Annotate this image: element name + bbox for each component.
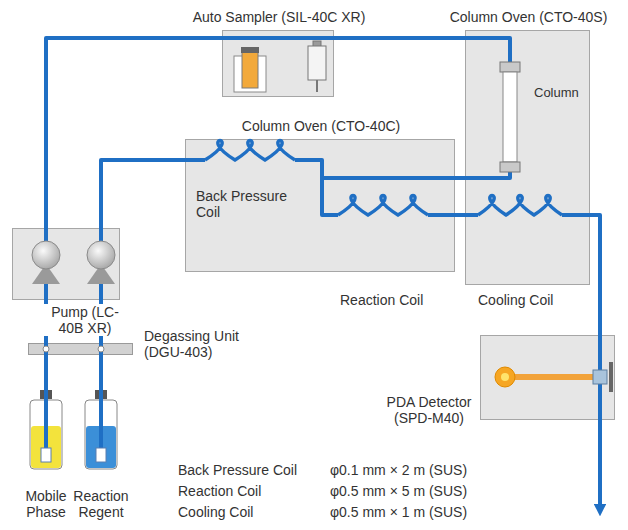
detector-box: PDA Detector (SPD-M40) xyxy=(480,335,615,420)
flow-tubing xyxy=(46,38,600,510)
vial-cap xyxy=(241,47,259,53)
syringe-plunger xyxy=(313,41,321,47)
pump-head xyxy=(87,241,115,269)
degassing-unit: Degassing Unit (DGU-403) xyxy=(28,343,133,355)
bottle-body xyxy=(30,400,62,469)
solvent-bottle: Mobile Phase xyxy=(28,390,64,470)
pump-box: Pump (LC-40B XR) xyxy=(12,228,120,300)
node-label: Column xyxy=(534,85,579,101)
lamp xyxy=(495,367,515,387)
degasser-port xyxy=(43,346,49,352)
syringe-barrel xyxy=(308,46,326,80)
pump-foot xyxy=(87,264,115,284)
inlet-filter xyxy=(41,448,51,462)
syringe-needle xyxy=(316,80,318,92)
tube xyxy=(465,172,510,178)
flow-line xyxy=(44,300,48,343)
spec-text: φ0.1 mm × 2 m (SUS) xyxy=(330,462,467,478)
node-heading: Reaction Regent xyxy=(70,488,132,520)
tube xyxy=(222,36,334,40)
flow-line xyxy=(46,38,222,228)
spec-text: Cooling Coil xyxy=(178,504,253,520)
photodiode-array xyxy=(609,362,613,392)
light-beam xyxy=(514,374,594,380)
column-fitting xyxy=(500,62,520,72)
flow-cell xyxy=(593,370,607,384)
flow-line xyxy=(455,213,465,217)
node-heading: Column Oven (CTO-40S) xyxy=(438,9,619,25)
column-fitting xyxy=(500,162,520,172)
tube xyxy=(185,158,205,162)
coils xyxy=(205,141,562,216)
part-label: Reaction Coil xyxy=(340,292,423,308)
tubing-coil xyxy=(478,196,562,216)
node-heading: Mobile Phase xyxy=(16,488,76,520)
tube xyxy=(428,213,455,217)
flow-line xyxy=(44,355,48,390)
flow-line xyxy=(101,160,185,228)
tube xyxy=(46,343,101,355)
column-oven-box: Column Oven (CTO-40C)Back Pressure Coil xyxy=(185,139,455,272)
column-oven-box: Column Oven (CTO-40S)Column xyxy=(465,30,590,285)
bottle-body xyxy=(85,400,117,469)
outlet-arrow xyxy=(598,420,602,510)
tube xyxy=(46,283,101,300)
lamp-core xyxy=(501,373,509,381)
bottle-liquid xyxy=(86,426,116,468)
node-label: Back Pressure Coil xyxy=(196,188,301,220)
tube xyxy=(598,335,602,420)
tube xyxy=(465,38,510,62)
spec-text: φ0.5 mm × 1 m (SUS) xyxy=(330,504,467,520)
node-heading: Column Oven (CTO-40C) xyxy=(186,118,456,134)
spec-text: φ0.5 mm × 5 m (SUS) xyxy=(330,483,467,499)
bottle-outline xyxy=(83,390,119,470)
pump-head xyxy=(32,241,60,269)
tube xyxy=(562,213,590,217)
sample-vial xyxy=(242,52,258,88)
tube xyxy=(46,390,101,452)
autosampler-box: Auto Sampler (SIL-40C XR) xyxy=(222,30,334,97)
tube xyxy=(295,160,338,215)
tube xyxy=(322,176,455,180)
flow-line xyxy=(99,355,103,390)
tube xyxy=(465,213,478,217)
sample-rack xyxy=(234,56,266,92)
tube xyxy=(46,228,101,241)
pump-foot xyxy=(32,264,60,284)
node-heading: Auto Sampler (SIL-40C XR) xyxy=(163,9,395,25)
bottle-cap xyxy=(40,390,52,399)
node-heading: Pump (LC-40B XR) xyxy=(39,304,131,336)
node-heading: Degassing Unit (DGU-403) xyxy=(144,328,256,360)
tubing-coil xyxy=(205,141,295,161)
bottle-cap xyxy=(95,390,107,399)
flow-line xyxy=(455,176,465,180)
flow-line xyxy=(590,215,600,335)
spec-text: Reaction Coil xyxy=(178,483,261,499)
spec-text: Back Pressure Coil xyxy=(178,462,297,478)
bottle-liquid xyxy=(31,426,61,468)
flow-line xyxy=(334,36,465,40)
node-heading: PDA Detector (SPD-M40) xyxy=(381,394,477,426)
bottle-outline xyxy=(28,390,64,470)
reagent-bottle: Reaction Regent xyxy=(83,390,119,470)
column-tube xyxy=(503,72,517,162)
degasser-port xyxy=(98,346,104,352)
flow-line xyxy=(99,300,103,343)
part-label: Cooling Coil xyxy=(478,292,553,308)
inlet-filter xyxy=(96,448,106,462)
tubing-coil xyxy=(338,196,428,216)
